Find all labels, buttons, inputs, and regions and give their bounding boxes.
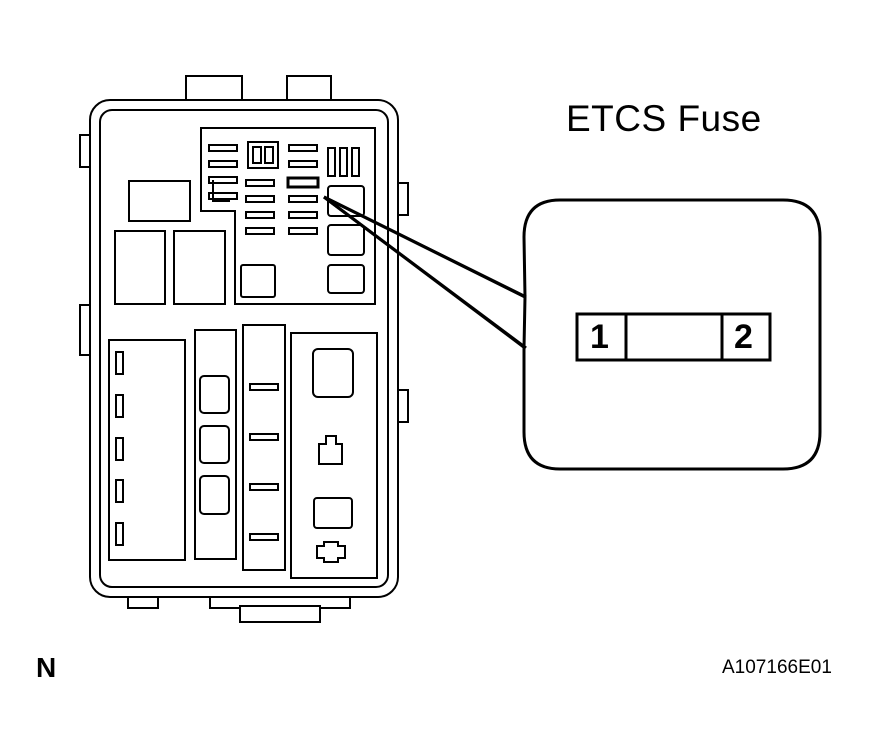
vertical-fuse <box>327 147 336 177</box>
bottom-tab <box>239 605 321 623</box>
mini-fuse <box>208 176 238 184</box>
mini-fuse <box>208 192 238 200</box>
leader-line <box>323 195 527 299</box>
relay-socket <box>327 264 365 294</box>
top-tab-left <box>185 75 243 101</box>
small-fuse <box>115 351 124 375</box>
relay-socket <box>199 475 230 515</box>
relay-socket <box>199 375 230 414</box>
fuse-block-left <box>108 339 186 561</box>
relay-block <box>173 230 226 305</box>
mini-fuse <box>249 433 279 441</box>
connector-panel <box>290 332 378 579</box>
relay-socket <box>240 264 276 298</box>
mini-fuse <box>249 383 279 391</box>
mini-fuse <box>288 195 318 203</box>
upper-fuse-panel <box>200 127 376 305</box>
fuse-detail-callout <box>522 198 822 471</box>
relay-socket <box>199 425 230 464</box>
vertical-fuse <box>351 147 360 177</box>
relay-socket <box>327 224 365 256</box>
mini-fuse <box>245 227 275 235</box>
mini-fuse <box>245 211 275 219</box>
mini-fuse <box>208 144 238 152</box>
small-fuse <box>115 522 124 546</box>
fuse-pin-1-label: 1 <box>590 318 609 356</box>
mini-fuse <box>245 195 275 203</box>
relay-block <box>128 180 191 222</box>
relay-socket <box>313 497 353 529</box>
dual-fuse <box>247 141 279 169</box>
small-fuse <box>115 479 124 503</box>
dual-fuse-blade <box>264 146 274 164</box>
connector-socket <box>316 541 346 563</box>
mini-fuse <box>208 160 238 168</box>
leader-line <box>323 195 527 350</box>
fuse-detail-body <box>575 312 772 362</box>
relay-block <box>114 230 166 305</box>
vertical-fuse <box>339 147 348 177</box>
mini-fuse <box>249 533 279 541</box>
mini-fuse <box>288 211 318 219</box>
relay-column <box>194 329 237 560</box>
dual-fuse-blade <box>252 146 262 164</box>
fuse-column <box>242 324 286 571</box>
corner-mark: N <box>36 652 57 683</box>
fuse-pin-2-label: 2 <box>734 318 753 356</box>
top-tab-right <box>286 75 332 101</box>
figure-code: A107166E01 <box>722 657 832 678</box>
mini-fuse <box>288 144 318 152</box>
fuse-box-housing-inner <box>99 109 389 588</box>
etcs-fuse-location <box>286 176 320 189</box>
small-fuse <box>115 394 124 418</box>
bracket-mark <box>212 180 230 202</box>
small-fuse <box>115 437 124 461</box>
callout-title: ETCS Fuse <box>566 98 762 139</box>
mini-fuse <box>288 160 318 168</box>
mini-fuse <box>288 227 318 235</box>
relay-socket <box>312 348 354 398</box>
mini-fuse <box>249 483 279 491</box>
connector-socket <box>318 435 343 465</box>
mini-fuse <box>245 179 275 187</box>
